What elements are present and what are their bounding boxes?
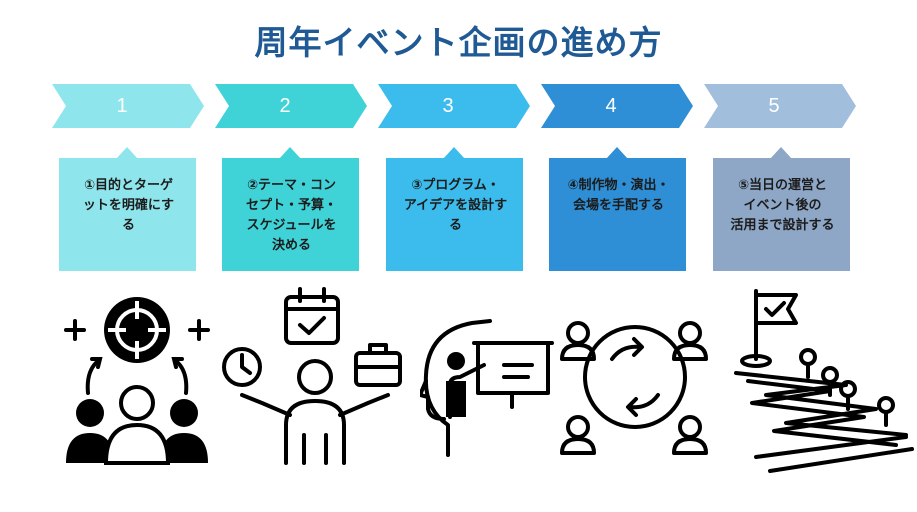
step-4-card: ④制作物・演出・ 会場を手配する [549, 147, 686, 271]
step-3-card: ③プログラム・ アイデアを設計す る [386, 147, 523, 271]
presentation-head-icon [420, 319, 554, 457]
step-4-chevron: 4 [541, 84, 693, 128]
planning-person-icon [222, 287, 402, 465]
step-1-number: 1 [116, 95, 128, 117]
step-4-number: 4 [605, 95, 617, 117]
step-5-chevron: 5 [704, 84, 856, 128]
team-cycle-icon [560, 321, 708, 455]
roadmap-flag-icon [734, 289, 914, 473]
target-audience-icon [64, 297, 210, 465]
step-3-text: ③プログラム・ アイデアを設計す る [403, 178, 508, 233]
step-2-text: ②テーマ・コン セプト・予算・ スケジュールを 決める [245, 178, 337, 253]
step-4-text: ④制作物・演出・ 会場を手配する [567, 178, 670, 213]
step-3-chevron: 3 [378, 84, 530, 128]
step-1-chevron: 1 [52, 84, 204, 128]
step-5-text: ⑤当日の運営と イベント後の 活用まで設計する [730, 178, 835, 233]
step-2-number: 2 [279, 95, 291, 117]
step-5-card: ⑤当日の運営と イベント後の 活用まで設計する [713, 147, 850, 271]
page-title: 周年イベント企画の進め方 [254, 23, 663, 62]
step-1-text: ①目的とターゲ ットを明確にす る [82, 178, 175, 233]
step-1-card: ①目的とターゲ ットを明確にす る [59, 147, 196, 271]
step-3-number: 3 [442, 95, 454, 117]
step-2-card: ②テーマ・コン セプト・予算・ スケジュールを 決める [222, 147, 359, 271]
step-5-number: 5 [768, 95, 780, 117]
step-2-chevron: 2 [215, 84, 367, 128]
